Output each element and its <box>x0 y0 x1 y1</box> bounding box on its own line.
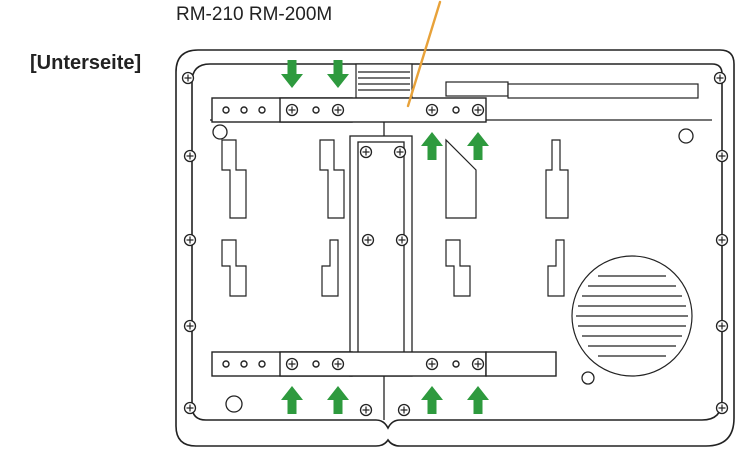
pointer-line <box>406 0 442 108</box>
screw-icon <box>715 233 729 247</box>
top-latch <box>355 63 699 99</box>
screw-icon <box>425 103 439 117</box>
side-label: [Unterseite] <box>30 52 142 74</box>
model-label: RM-210 RM-200M <box>176 4 333 25</box>
screw-icon <box>183 149 197 163</box>
screw-icon <box>285 357 299 371</box>
speaker-grille <box>571 255 693 377</box>
screw-icon <box>471 103 485 117</box>
screw-icon <box>395 233 409 247</box>
bottom-bracket <box>211 351 557 377</box>
screw-icon <box>183 401 197 415</box>
green-arrow-up-icon <box>281 386 303 414</box>
slots <box>221 138 569 297</box>
screw-icon <box>181 71 195 85</box>
screw-icon <box>715 401 729 415</box>
screw-icon <box>425 357 439 371</box>
screw-icon <box>359 403 373 417</box>
screw-icon <box>183 319 197 333</box>
screw-icon <box>715 319 729 333</box>
green-arrow-up-icon <box>421 386 443 414</box>
screw-icon <box>359 145 373 159</box>
screw-icon <box>183 233 197 247</box>
mounting-holes <box>212 124 694 413</box>
screw-icon <box>285 103 299 117</box>
green-arrow-up-icon <box>327 386 349 414</box>
screw-icon <box>715 149 729 163</box>
green-arrow-up-icon <box>421 132 443 160</box>
green-arrow-up-icon <box>467 132 489 160</box>
screw-icon <box>713 71 727 85</box>
screw-icon <box>331 103 345 117</box>
screw-icon <box>331 357 345 371</box>
top-bracket <box>211 97 487 123</box>
screw-icon <box>393 145 407 159</box>
bracket-screws <box>285 103 485 371</box>
screw-icon <box>397 403 411 417</box>
screw-icon <box>361 233 375 247</box>
green-arrow-up-icon <box>467 386 489 414</box>
screw-icon <box>471 357 485 371</box>
